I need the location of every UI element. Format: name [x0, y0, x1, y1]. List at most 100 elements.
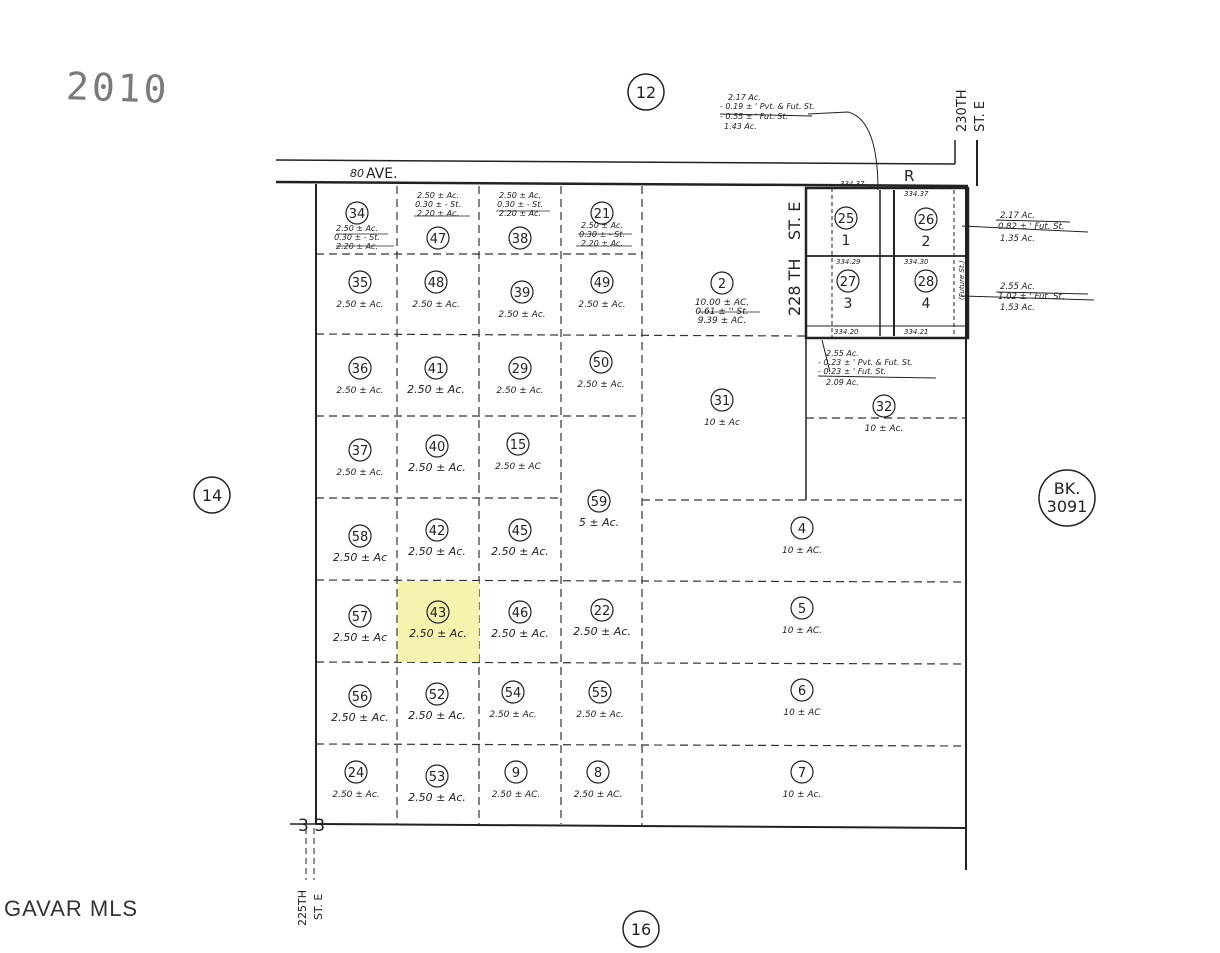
parcel-48-circle — [424, 270, 448, 294]
street-228-line2: ST. E — [785, 202, 804, 240]
parcel-34[interactable]: 342.50 ± Ac.0.30 ± - St.2.20 ± Ac. — [334, 201, 380, 251]
parcel-21-circle — [590, 201, 614, 225]
parcel-15[interactable]: 152.50 ± AC — [495, 432, 542, 472]
parcel-58[interactable]: 582.50 ± Ac — [333, 524, 387, 564]
parcel-21[interactable]: 212.50 ± Ac.0.30 ± - St.2.20 ± Ac. — [579, 201, 625, 248]
parcel-52[interactable]: 522.50 ± Ac. — [408, 682, 466, 722]
svg-text:1.02 ± ' Fut. St.: 1.02 ± ' Fut. St. — [998, 292, 1065, 302]
street-228-line1: 228 TH — [785, 259, 804, 316]
parcel-49-number: 49 — [594, 276, 611, 291]
parcel-34-area: 2.50 ± Ac. — [336, 224, 378, 233]
area-underlines — [336, 210, 760, 313]
svg-text:334.37: 334.37 — [904, 190, 929, 198]
parcel-4-circle — [790, 516, 814, 540]
parcel-53[interactable]: 532.50 ± Ac. — [408, 764, 466, 804]
parcel-39[interactable]: 392.50 ± Ac. — [498, 280, 546, 320]
parcel-27[interactable]: 273 — [836, 269, 860, 312]
parcel-56-area: 2.50 ± Ac. — [331, 711, 389, 724]
parcel-46-circle — [508, 600, 532, 624]
parcel-8[interactable]: 82.50 ± AC. — [574, 760, 623, 800]
parcel-49-area: 2.50 ± Ac. — [578, 300, 625, 310]
parcel-31-circle — [710, 388, 734, 412]
parcel-25[interactable]: 251 — [834, 206, 858, 249]
parcel-26-circle — [914, 207, 938, 231]
parcel-34-area-sub2: 2.20 ± Ac. — [336, 242, 378, 251]
parcel-6-number: 6 — [798, 684, 806, 699]
parcel-46-area: 2.50 ± Ac. — [491, 627, 549, 640]
neighbor-sections — [193, 73, 1096, 948]
parcel-8-circle — [586, 760, 610, 784]
year-stamp: 2010 — [65, 64, 171, 112]
svg-text:0.82 ± ' Fut. St.: 0.82 ± ' Fut. St. — [998, 222, 1065, 232]
svg-text:- 0.55 ± ' Fut. St.: - 0.55 ± ' Fut. St. — [720, 112, 788, 121]
parcel-47[interactable]: 472.50 ± Ac.0.30 ± - St.2.20 ± Ac. — [415, 191, 461, 250]
parcel-41[interactable]: 412.50 ± Ac. — [407, 356, 465, 396]
parcel-55[interactable]: 552.50 ± Ac. — [576, 680, 624, 720]
parcel-45-area: 2.50 ± Ac. — [491, 545, 549, 558]
parcel-29[interactable]: 292.50 ± Ac. — [496, 356, 544, 396]
parcel-24[interactable]: 242.50 ± Ac. — [332, 760, 380, 800]
parcel-22[interactable]: 222.50 ± Ac. — [573, 598, 631, 638]
parcel-50[interactable]: 502.50 ± Ac. — [577, 350, 625, 390]
parcel-35-number: 35 — [352, 276, 369, 291]
parcel-35[interactable]: 352.50 ± Ac. — [336, 270, 384, 310]
parcel-48-number: 48 — [428, 276, 445, 291]
parcel-6[interactable]: 610 ± AC — [783, 678, 821, 718]
parcel-32-circle — [872, 394, 896, 418]
section-boundary — [290, 184, 967, 870]
parcel-26[interactable]: 262 — [914, 207, 938, 250]
svg-text:2.09 Ac.: 2.09 Ac. — [826, 378, 859, 387]
parcels-layer: 342.50 ± Ac.0.30 ± - St.2.20 ± Ac.472.50… — [331, 191, 938, 804]
parcel-54[interactable]: 542.50 ± Ac. — [489, 680, 537, 720]
parcel-27-lot: 3 — [844, 296, 853, 312]
parcel-46[interactable]: 462.50 ± Ac. — [491, 600, 549, 640]
parcel-4[interactable]: 410 ± AC. — [782, 516, 822, 556]
parcel-37[interactable]: 372.50 ± Ac. — [336, 438, 384, 478]
parcel-32-area: 10 ± Ac. — [865, 424, 904, 434]
parcel-55-number: 55 — [592, 686, 609, 701]
parcel-38[interactable]: 382.50 ± Ac.0.30 ± - St.2.20 ± Ac. — [497, 191, 543, 250]
parcel-2-circle — [710, 271, 734, 295]
parcel-6-circle — [790, 678, 814, 702]
parcel-8-area: 2.50 ± AC. — [574, 790, 623, 800]
parcel-43-number: 43 — [430, 606, 447, 621]
parcel-5[interactable]: 510 ± AC. — [782, 596, 822, 636]
parcel-22-number: 22 — [594, 604, 611, 619]
svg-text:2.17 Ac.: 2.17 Ac. — [728, 93, 761, 102]
parcel-2[interactable]: 210.00 ± AC.0.61 ± '' St.9.39 ± AC. — [695, 271, 749, 326]
parcel-49[interactable]: 49 2.50 ± Ac. — [578, 270, 626, 310]
parcel-50-circle — [589, 350, 613, 374]
parcel-45-number: 45 — [512, 524, 529, 539]
parcel-36-number: 36 — [352, 362, 369, 377]
note-bottom: 2.55 Ac. - 0.23 ± ' Pvt. & Fut. St. - 0.… — [818, 349, 913, 387]
avenue-suffix: R — [904, 167, 914, 185]
parcel-21-area-sub1: 0.30 ± - St. — [579, 230, 625, 239]
parcel-38-number: 38 — [512, 232, 529, 247]
parcel-43-area: 2.50 ± Ac. — [409, 627, 467, 640]
parcel-48[interactable]: 482.50 ± Ac. — [412, 270, 460, 310]
parcel-21-area-sub2: 2.20 ± Ac. — [581, 239, 623, 248]
parcel-40[interactable]: 402.50 ± Ac. — [408, 434, 466, 474]
parcel-59[interactable]: 595 ± Ac. — [579, 489, 619, 529]
parcel-45[interactable]: 45 2.50 ± Ac. — [491, 518, 549, 558]
parcel-58-number: 58 — [352, 530, 369, 545]
parcel-36[interactable]: 362.50 ± Ac. — [336, 356, 384, 396]
svg-text:334.29: 334.29 — [836, 258, 861, 266]
parcel-9-area: 2.50 ± AC. — [492, 790, 541, 800]
parcel-43-highlight[interactable] — [398, 581, 479, 662]
parcel-56[interactable]: 562.50 ± Ac. — [331, 684, 389, 724]
parcel-4-number: 4 — [798, 522, 806, 537]
parcel-26-lot: 2 — [922, 234, 931, 250]
parcel-5-area: 10 ± AC. — [782, 626, 822, 636]
parcel-28[interactable]: 284 — [914, 269, 938, 312]
svg-text:334.37: 334.37 — [840, 180, 865, 188]
parcel-42[interactable]: 422.50 ± Ac. — [408, 518, 466, 558]
parcel-57[interactable]: 572.50 ± Ac — [333, 604, 387, 644]
parcel-7[interactable]: 710 ± Ac. — [783, 760, 822, 800]
parcel-9[interactable]: 92.50 ± AC. — [492, 760, 541, 800]
note-leaders — [719, 111, 1095, 379]
book-ref-line1: BK. — [1054, 479, 1081, 498]
parcel-43[interactable]: 43 2.50 ± Ac. — [409, 600, 467, 640]
